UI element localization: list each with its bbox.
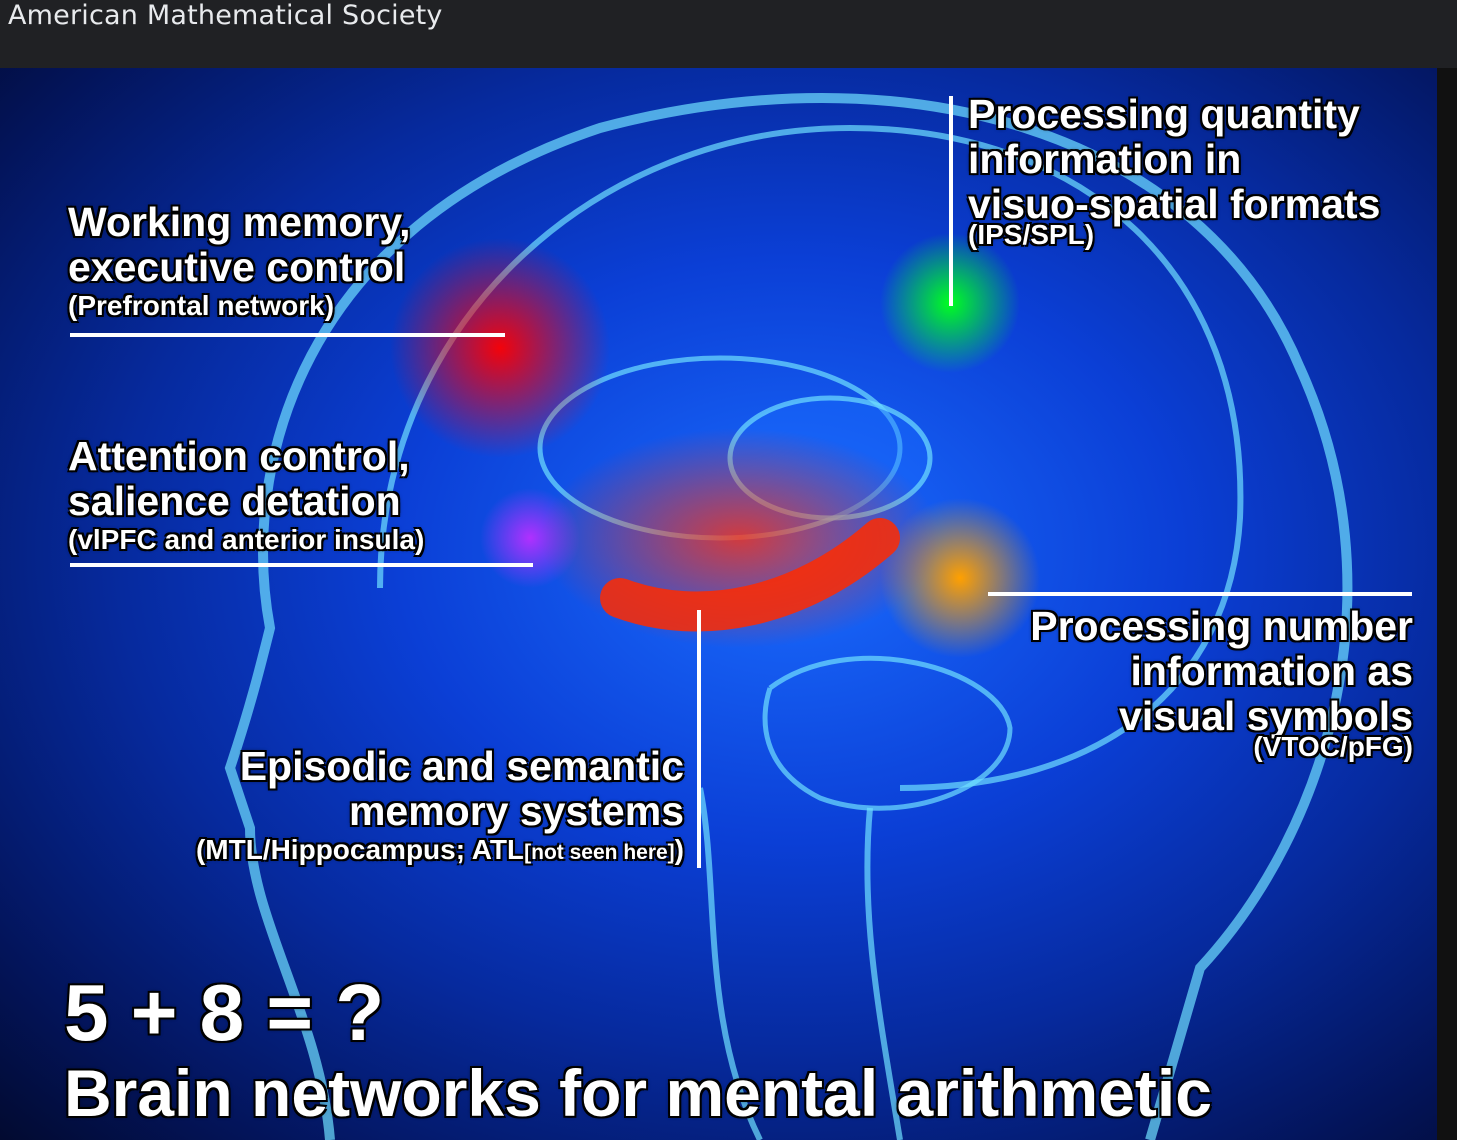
pointer-line [70, 333, 505, 337]
label-working-memory: Working memory, executive control (Prefr… [68, 199, 411, 322]
head-outline [224, 93, 1353, 1140]
label-episodic: Episodic and semantic memory systems (MT… [195, 743, 684, 866]
top-bar: American Mathematical Society [0, 0, 1457, 68]
hippocampus [600, 518, 900, 632]
pointer-line [988, 592, 1412, 596]
infographic-image: Working memory, executive control (Prefr… [0, 68, 1437, 1140]
pointer-line [697, 610, 701, 868]
cerebellum [762, 655, 1013, 811]
image-source-title[interactable]: American Mathematical Society [8, 0, 443, 31]
prefrontal-glow [390, 238, 610, 458]
infographic-title: Brain networks for mental arithmetic [64, 1056, 1212, 1130]
label-quantity: Processing quantity information in visuo… [968, 91, 1381, 251]
equation: 5 + 8 = ? [64, 968, 385, 1057]
label-attention: Attention control, salience detation (vl… [68, 433, 425, 556]
pointer-line [70, 563, 533, 567]
pointer-line [949, 96, 953, 306]
brainstem [697, 787, 903, 1140]
right-edge [1437, 68, 1457, 1140]
label-number: Processing number information as visual … [1030, 603, 1413, 763]
